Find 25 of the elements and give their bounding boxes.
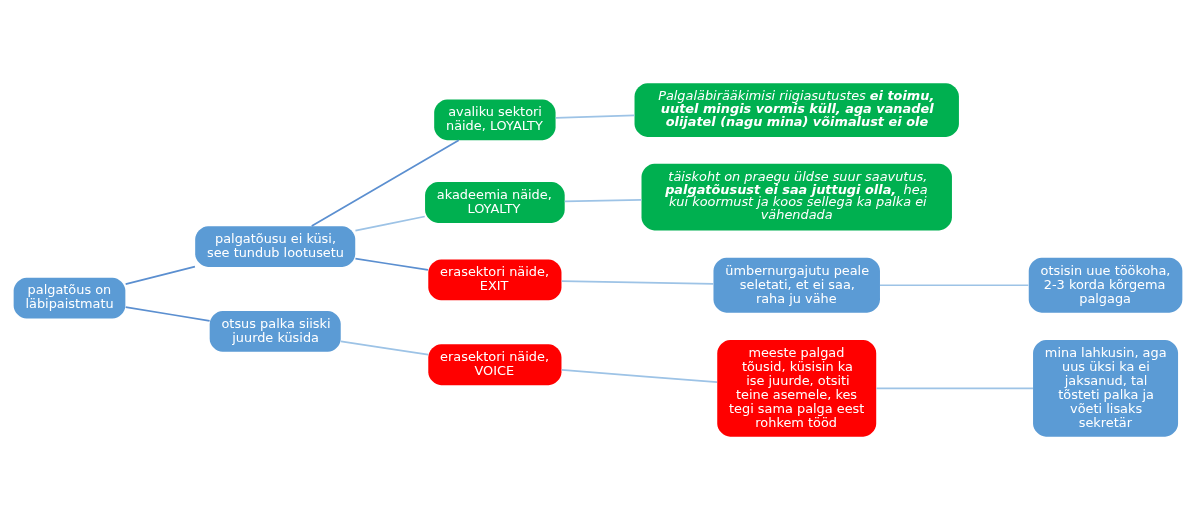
connector (124, 306, 211, 322)
node-box: mina lahkusin, aga uus üksi ka ei jaksanud, tal tõsteti palka ja võeti lisaks sekretär (1033, 340, 1179, 437)
connector (310, 139, 460, 227)
node-box: akadeemia näide, LOYALTY (425, 182, 565, 223)
connector (560, 280, 715, 285)
connector (560, 369, 718, 384)
node-box: Palgaläbirääkimisi riigiasutustes ei toimu, uutel mingis vormis küll, aga vanadel olijatel (nagu mina) võimalust ei ole (634, 83, 959, 137)
connector (354, 215, 426, 232)
connector (354, 257, 429, 271)
node-box: palgatõus on läbipaistmatu (13, 277, 126, 319)
node-box: otsus palka siiski juurde küsida (209, 311, 341, 352)
node-box: ümbernurgajutu peale seletati, et ei saa, raha ju vähe (713, 257, 880, 313)
connector (875, 387, 1034, 390)
node-box: otsisin uue töökoha, 2-3 korda kõrgema palgaga (1028, 257, 1183, 313)
connector (124, 265, 196, 286)
node-box: avaliku sektori näide, LOYALTY (434, 99, 556, 141)
node-box: meeste palgad tõusid, küsisin ka ise juurde, otsiti teine asemele, kes tegi sama palga eest rohkem tööd (717, 340, 877, 437)
connector (340, 340, 430, 356)
node-box: palgatõusu ei küsi, see tundub lootusetu (195, 226, 356, 267)
node-box: erasektori näide, EXIT (428, 259, 562, 301)
node-box: erasektori näide, VOICE (428, 344, 562, 386)
connector (563, 199, 643, 203)
connector (555, 114, 636, 119)
node-box: täiskoht on praegu üldse suur saavutus, palgatõusust ei saa juttugi olla, hea kui koormust ja koos sellega ka palka ei vähendada (641, 163, 952, 231)
connector (879, 284, 1030, 287)
